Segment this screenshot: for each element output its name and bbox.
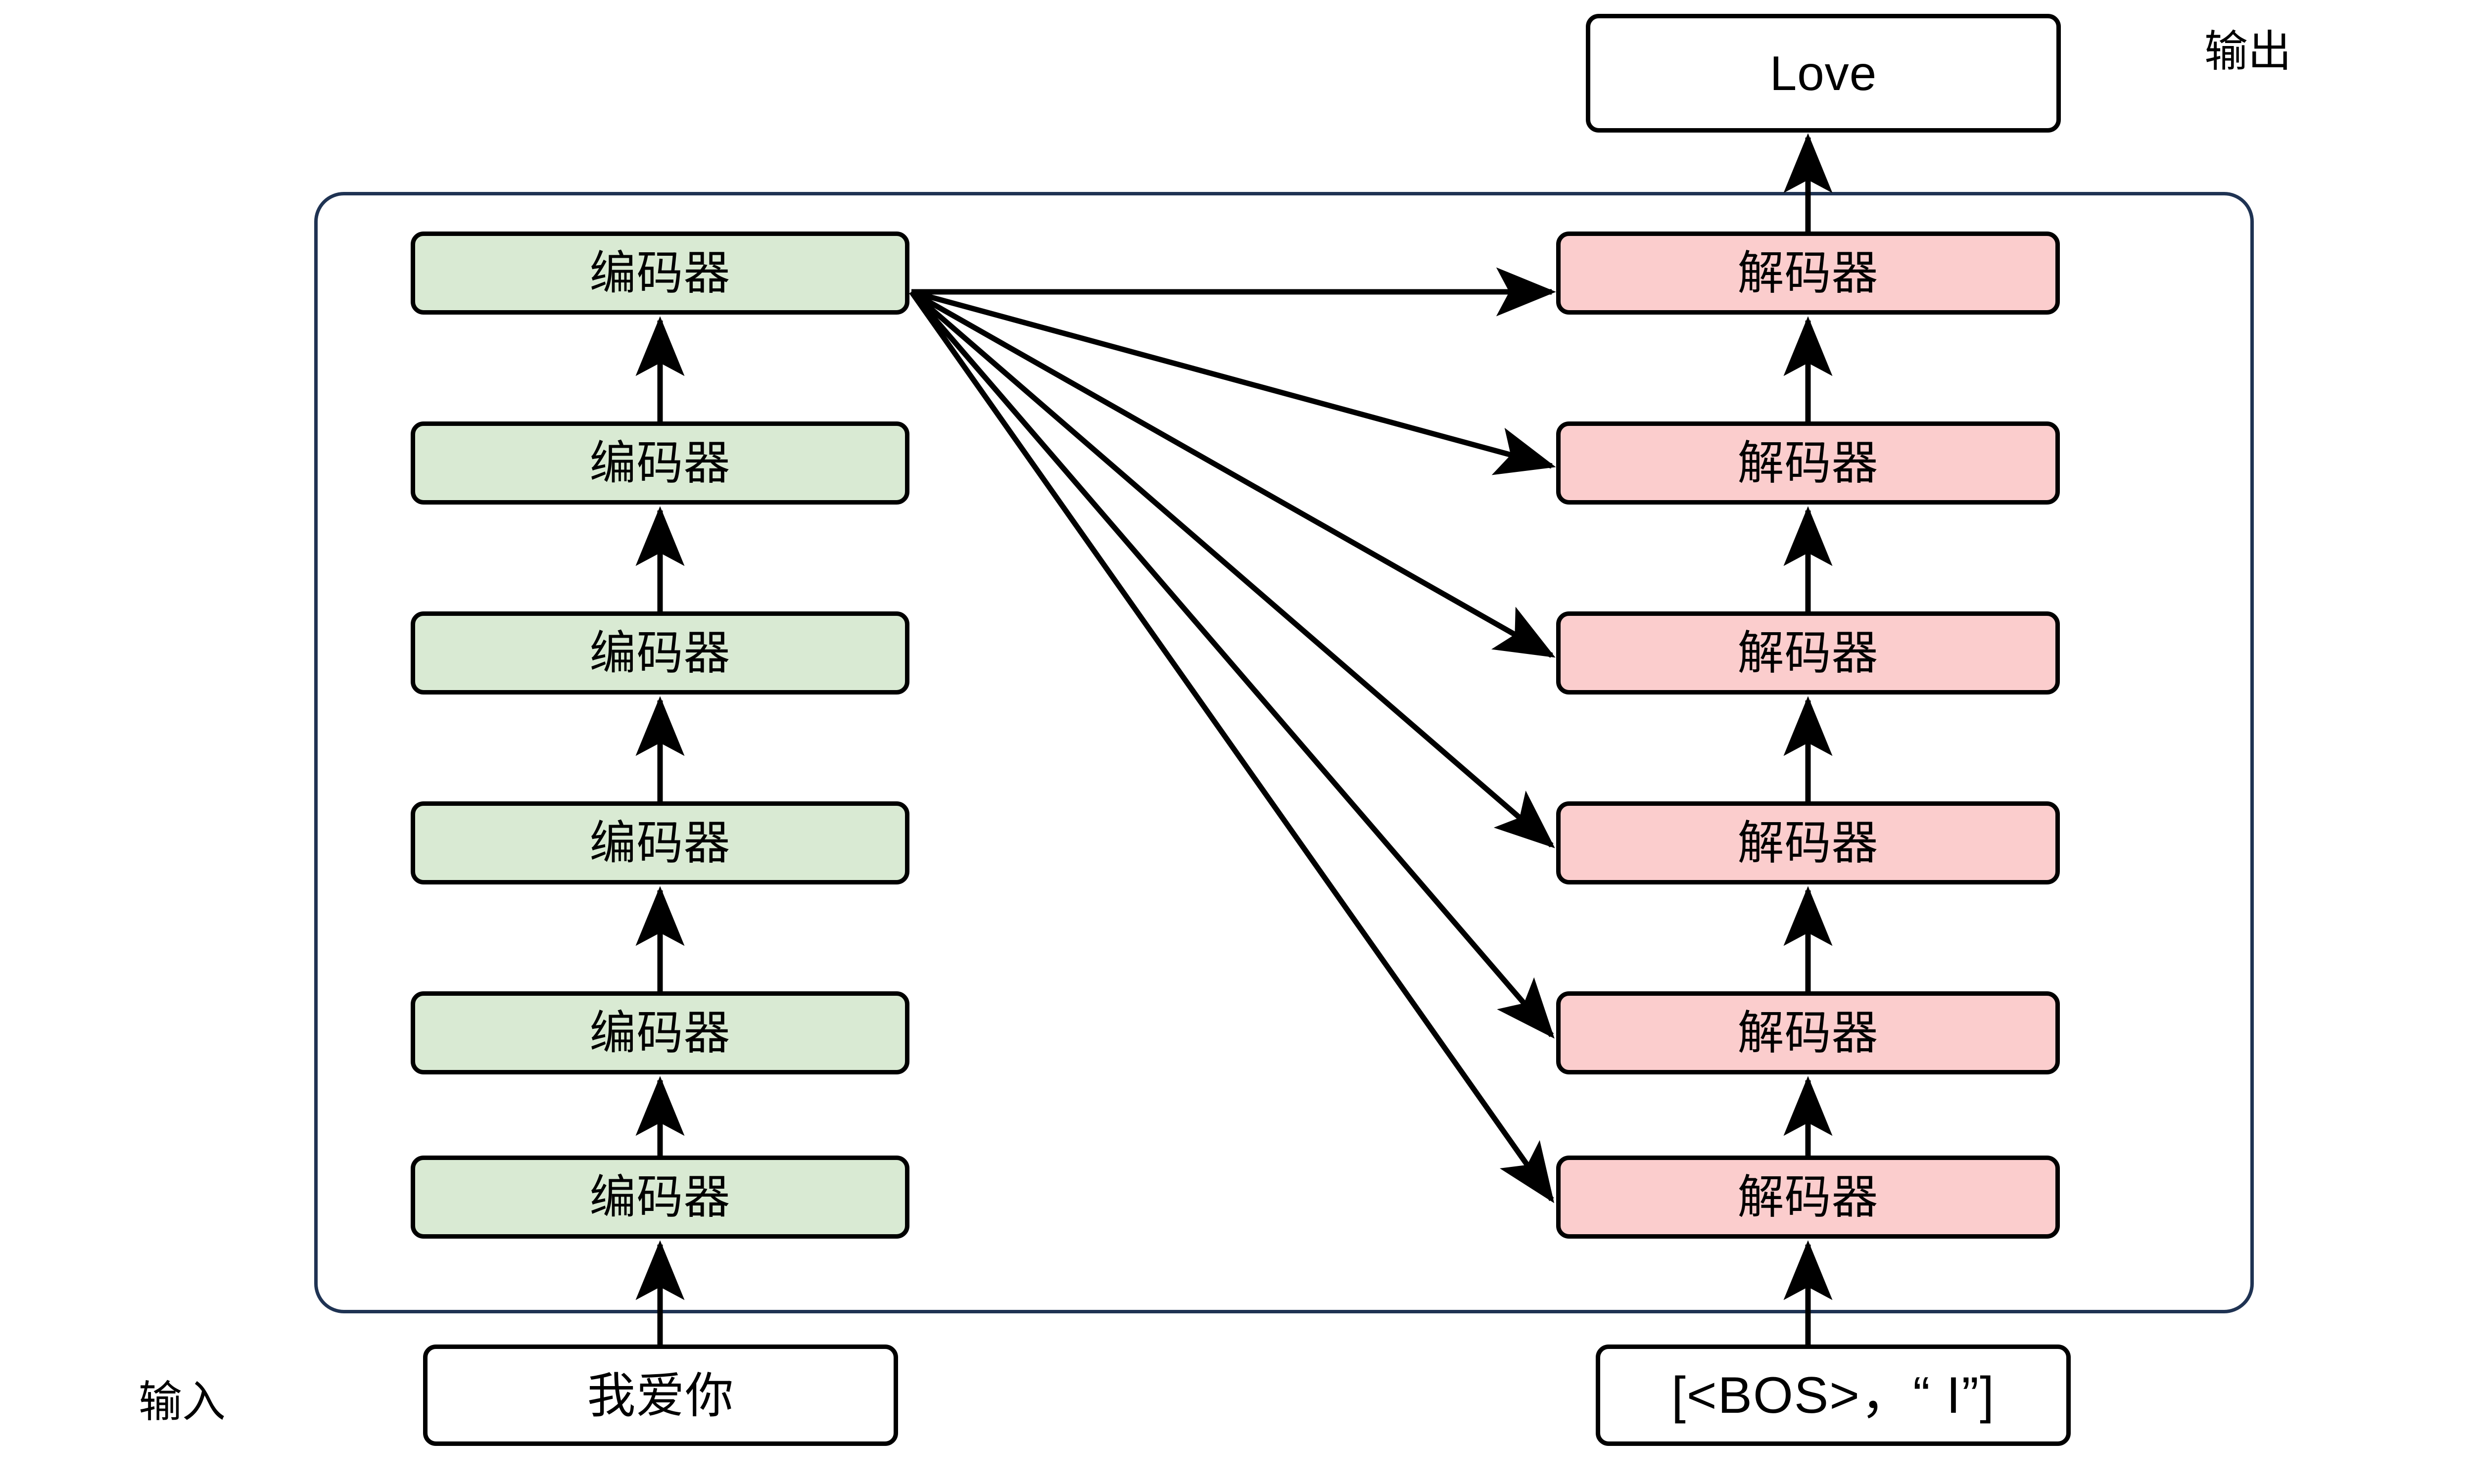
decoder-block-5[interactable]: 解码器 xyxy=(1556,991,2060,1074)
decoder-block-label: 解码器 xyxy=(1737,627,1879,679)
decoder-block-4[interactable]: 解码器 xyxy=(1556,801,2060,884)
output-box[interactable]: Love xyxy=(1586,14,2061,133)
encoder-block-4[interactable]: 编码器 xyxy=(411,801,909,884)
decoder-block-label: 解码器 xyxy=(1737,1007,1879,1059)
encoder-block-3[interactable]: 编码器 xyxy=(411,611,909,695)
encoder-block-label: 编码器 xyxy=(589,1171,731,1223)
decoder-block-label: 解码器 xyxy=(1737,1171,1879,1223)
encoder-block-6[interactable]: 编码器 xyxy=(411,1156,909,1239)
decoder-block-6[interactable]: 解码器 xyxy=(1556,1156,2060,1239)
encoder-block-2[interactable]: 编码器 xyxy=(411,421,909,505)
encoder-block-5[interactable]: 编码器 xyxy=(411,991,909,1074)
decoder-block-3[interactable]: 解码器 xyxy=(1556,611,2060,695)
encoder-input-box[interactable]: 我爱你 xyxy=(423,1345,898,1446)
encoder-block-label: 编码器 xyxy=(589,817,731,869)
encoder-block-label: 编码器 xyxy=(589,437,731,489)
output-caption: 输出 xyxy=(2204,27,2292,76)
decoder-block-label: 解码器 xyxy=(1737,247,1879,299)
output-box-label: Love xyxy=(1769,46,1877,100)
decoder-block-label: 解码器 xyxy=(1737,817,1879,869)
encoder-block-label: 编码器 xyxy=(589,627,731,679)
input-caption: 输入 xyxy=(139,1377,226,1426)
model-container xyxy=(314,192,2254,1313)
encoder-input-label: 我爱你 xyxy=(587,1368,734,1423)
decoder-block-2[interactable]: 解码器 xyxy=(1556,421,2060,505)
encoder-block-label: 编码器 xyxy=(589,1007,731,1059)
decoder-input-label: [<BOS>，“ I”] xyxy=(1671,1366,1995,1424)
decoder-block-1[interactable]: 解码器 xyxy=(1556,232,2060,315)
decoder-block-label: 解码器 xyxy=(1737,437,1879,489)
encoder-block-1[interactable]: 编码器 xyxy=(411,232,909,315)
decoder-input-box[interactable]: [<BOS>，“ I”] xyxy=(1596,1345,2071,1446)
encoder-block-label: 编码器 xyxy=(589,247,731,299)
